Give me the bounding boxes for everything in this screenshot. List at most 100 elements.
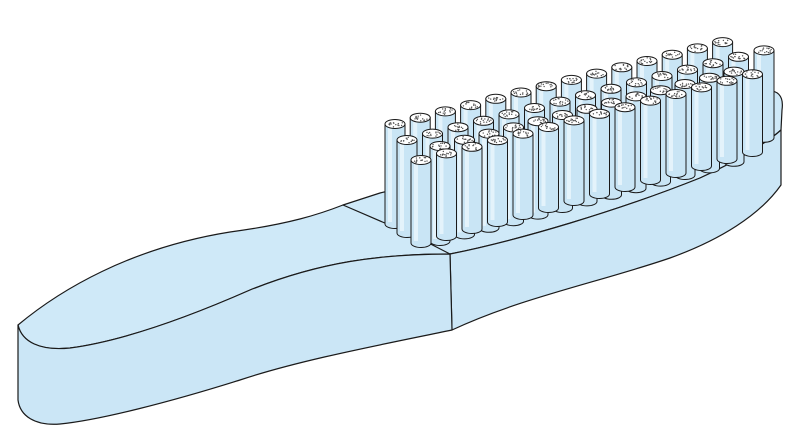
bristle-tuft — [487, 135, 508, 227]
bristle-tip-dot — [693, 68, 695, 70]
bristle-tip-dot — [518, 133, 520, 135]
bristle-tip-dot — [679, 84, 682, 86]
bristle-tip-dot — [730, 70, 733, 72]
bristle-tip-dot — [527, 132, 529, 134]
bristle-tip-dot — [595, 70, 597, 72]
bristle-tip-dot — [730, 55, 732, 58]
bristle-tip-dot — [494, 141, 496, 143]
bristle-tip-dot — [388, 124, 391, 126]
bristle-tip-dot — [426, 118, 428, 120]
bristle-tip-dot — [415, 161, 418, 163]
bristle-tip-dot — [577, 95, 580, 98]
bristle-tip-dot — [659, 72, 662, 75]
bristle-tip-dot — [629, 108, 631, 110]
bristle-tip-dot — [495, 99, 498, 102]
bristle-tip-dot — [517, 89, 519, 92]
bristle-tip-dot — [681, 84, 684, 86]
bristle-tip-dot — [487, 118, 490, 120]
bristle-tip-dot — [564, 99, 567, 101]
bristle-tufts — [384, 37, 775, 248]
bristle-tip-dot — [423, 156, 426, 159]
bristle-tip-dot — [649, 57, 651, 60]
bristle-tip-dot — [575, 77, 577, 80]
bristle-tip-dot — [419, 157, 421, 159]
bristle-tip-dot — [590, 73, 592, 75]
bristle-tip-dot — [730, 82, 732, 85]
bristle-tip-dot — [573, 81, 575, 84]
bristle-tip-dot — [550, 86, 552, 88]
bristle-tip-dot — [736, 73, 738, 76]
bristle-tip-dot — [441, 108, 444, 110]
bristle-tip-dot — [542, 83, 545, 86]
bristle-tip-dot — [540, 125, 543, 128]
bristle-tip-dot — [484, 118, 486, 120]
bristle-tip-dot — [694, 46, 696, 49]
bristle-tip-dot — [407, 136, 409, 139]
bristle-tip-dot — [541, 124, 544, 126]
bristle-tip-dot — [408, 141, 410, 144]
bristle-tip-dot — [612, 89, 615, 91]
bristle-tip-dot — [570, 118, 572, 120]
bristle-tip-dot — [421, 159, 423, 161]
bristle-tip-dot — [574, 119, 577, 122]
bristle-tip-dot — [732, 57, 735, 59]
bristle-tip-dot — [431, 146, 434, 148]
bristle-tip-dot — [512, 126, 514, 129]
bristle-tip-dot — [420, 159, 422, 162]
bristle-tuft-tip — [626, 77, 647, 88]
bristle-tip-dot — [649, 61, 652, 64]
bristle-tip-dot — [505, 127, 507, 129]
bristle-tip-dot — [625, 68, 628, 71]
bristle-tip-dot — [704, 62, 706, 65]
bristle-tip-dot — [641, 95, 643, 97]
bristle-tip-dot — [660, 74, 662, 76]
bristle-tip-dot — [714, 42, 717, 44]
bristle-tip-dot — [652, 102, 655, 104]
bristle-tip-dot — [716, 41, 718, 44]
bristle-tip-dot — [701, 86, 704, 88]
bristle-tip-dot — [679, 69, 681, 71]
bristle-tip-dot — [539, 108, 541, 110]
bristle-tip-dot — [531, 109, 533, 111]
bristle-tip-dot — [543, 85, 545, 88]
bristle-tip-dot — [705, 86, 708, 89]
bristle-tip-dot — [699, 83, 701, 86]
bristle-tip-dot — [488, 97, 490, 99]
bristle-tip-dot — [443, 142, 446, 145]
bristle-tip-dot — [620, 104, 623, 106]
bristle-tuft-highlight — [414, 164, 418, 241]
bristle-tip-dot — [670, 95, 673, 97]
bristle-tip-dot — [571, 118, 574, 121]
bristle-tuft-highlight — [694, 91, 699, 164]
bristle-tip-dot — [480, 117, 483, 119]
bristle-tip-dot — [634, 82, 637, 85]
bristle-tip-dot — [628, 83, 631, 85]
bristle-tip-dot — [764, 51, 766, 54]
bristle-tip-dot — [485, 121, 488, 123]
bristle-tip-dot — [624, 106, 626, 109]
bristle-tip-dot — [732, 69, 735, 71]
bristle-tip-dot — [400, 140, 402, 142]
bristle-tip-dot — [537, 84, 540, 86]
bristle-tip-dot — [551, 85, 553, 87]
bristle-tip-dot — [726, 80, 729, 83]
bristle-tip-dot — [666, 89, 668, 91]
bristle-tip-dot — [553, 99, 555, 101]
bristle-tip-dot — [631, 97, 633, 100]
bristle-tip-dot — [518, 125, 521, 127]
bristle-tuft-highlight — [669, 98, 673, 171]
bristle-tip-dot — [402, 140, 405, 142]
bristle-tip-dot — [689, 46, 692, 48]
bristle-tip-dot — [625, 103, 627, 106]
bristle-tip-dot — [676, 93, 678, 95]
bristle-tip-dot — [638, 84, 640, 86]
bristle-tip-dot — [474, 143, 477, 145]
bristle-tip-dot — [722, 39, 725, 42]
bristle-tip-dot — [558, 114, 561, 116]
bristle-tuft — [665, 89, 687, 178]
bristle-tip-dot — [473, 104, 475, 106]
bristle-tip-dot — [538, 85, 541, 87]
bristle-tip-dot — [673, 94, 675, 96]
bristle-tip-dot — [550, 83, 552, 86]
